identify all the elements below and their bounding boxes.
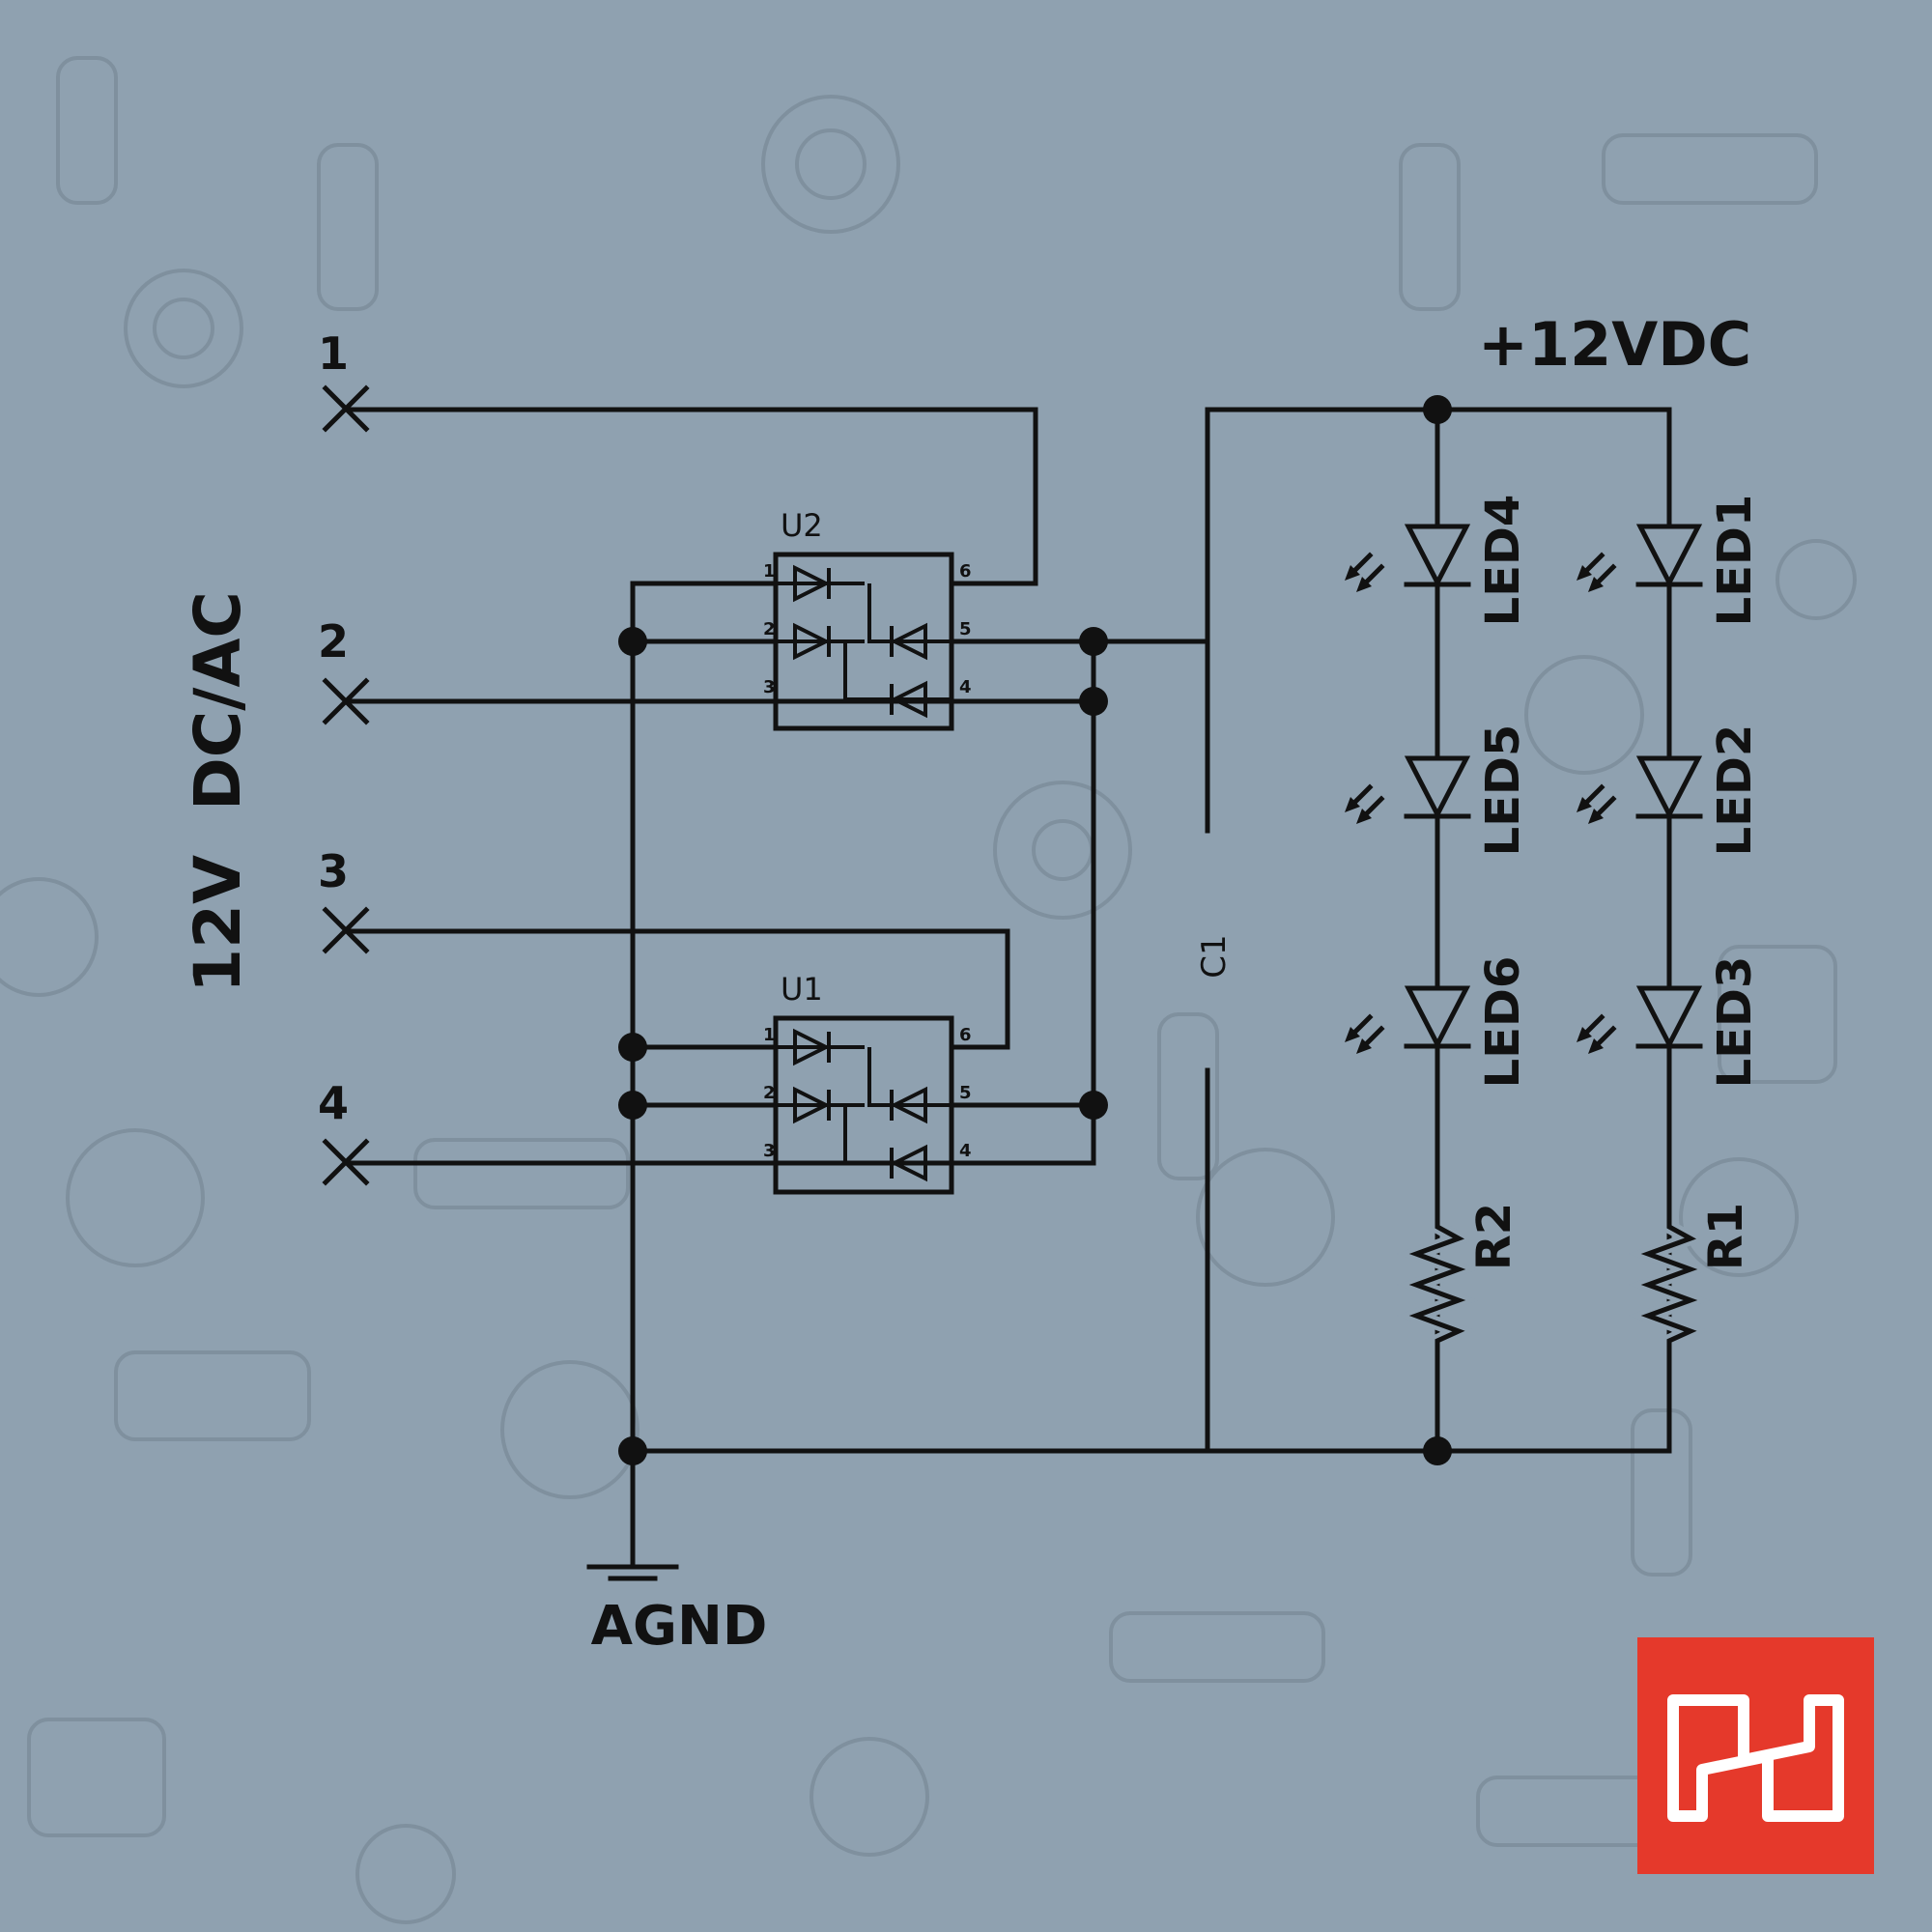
- input-terminals: 1 2 3 4: [318, 327, 370, 1186]
- u1-pin-5: 5: [959, 1083, 972, 1103]
- led-2: [1577, 755, 1703, 824]
- supply-rail-label: +12VDC: [1478, 309, 1751, 380]
- ground-label: AGND: [591, 1595, 768, 1658]
- terminal-1-label: 1: [318, 327, 349, 380]
- ic-u1-label: U1: [781, 971, 823, 1008]
- terminal-2-label: 2: [318, 615, 349, 668]
- u2-pin-3: 3: [763, 677, 776, 697]
- u1-pin-4: 4: [959, 1141, 972, 1161]
- led-3-label: LED3: [1708, 956, 1762, 1089]
- capacitor-c1-label: C1: [1195, 934, 1234, 978]
- u1-pin-2: 2: [763, 1083, 776, 1103]
- u2-pin-6: 6: [959, 561, 972, 582]
- led-6-label: LED6: [1476, 956, 1530, 1089]
- terminal-4-label: 4: [318, 1077, 349, 1129]
- led-1-label: LED1: [1708, 495, 1762, 627]
- led-5-label: LED5: [1476, 724, 1530, 857]
- ic-u2-diodes: [776, 564, 952, 719]
- terminal-3: 3: [318, 845, 370, 954]
- led-4: [1345, 524, 1471, 592]
- led-6: [1345, 985, 1471, 1054]
- u1-pin-6: 6: [959, 1025, 972, 1045]
- led-2-label: LED2: [1708, 724, 1762, 857]
- ic-u2-label: U2: [781, 507, 823, 544]
- input-voltage-label: 12V DC/AC: [181, 591, 255, 993]
- resistor-r1-label: R1: [1699, 1203, 1753, 1270]
- ic-u2: U2 1 2 3 4 5 6: [763, 507, 972, 731]
- ground-symbol: [586, 1564, 679, 1581]
- u2-pin-2: 2: [763, 619, 776, 639]
- connector-pattern-background: [0, 56, 1857, 1924]
- terminal-1: 1: [318, 327, 370, 433]
- capacitor-c1: C1: [1195, 825, 1234, 1075]
- terminal-2: 2: [318, 615, 370, 725]
- hosa-logo-icon: [1637, 1637, 1874, 1874]
- resistor-r1: R1: [1628, 1203, 1753, 1355]
- u2-pin-1: 1: [763, 561, 776, 582]
- u2-pin-4: 4: [959, 677, 972, 697]
- led-3: [1577, 985, 1703, 1054]
- led-4-label: LED4: [1476, 495, 1530, 627]
- u1-pin-1: 1: [763, 1025, 776, 1045]
- terminal-3-label: 3: [318, 845, 349, 897]
- u1-pin-3: 3: [763, 1141, 776, 1161]
- led-5: [1345, 755, 1471, 824]
- resistor-r2: R2: [1396, 1203, 1521, 1355]
- u2-pin-5: 5: [959, 619, 972, 639]
- junction-dots: [618, 395, 1452, 1465]
- led-string-right: LED1 LED2 LED3: [1577, 495, 1762, 1089]
- ic-u1-diodes: [776, 1028, 952, 1182]
- terminal-4: 4: [318, 1077, 370, 1186]
- resistor-r2-label: R2: [1467, 1203, 1521, 1270]
- ic-u1: U1 1 2 3 4 5 6: [763, 971, 972, 1195]
- led-1: [1577, 524, 1703, 592]
- led-string-left: LED4 LED5 LED6: [1345, 495, 1530, 1089]
